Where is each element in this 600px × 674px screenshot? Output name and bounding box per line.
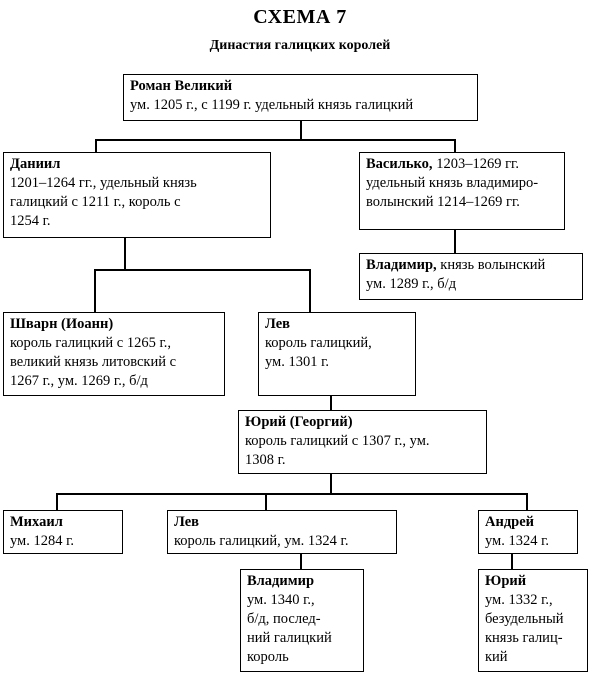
connector xyxy=(56,493,528,495)
node-name: Михаил xyxy=(10,514,63,530)
node-text: ум. 1324 г. xyxy=(485,533,550,549)
connector xyxy=(94,269,311,271)
node-andrei: Андрей ум. 1324 г. xyxy=(478,510,578,554)
node-text: великий князь литовский с xyxy=(10,354,177,370)
node-text: ум. 1301 г. xyxy=(265,354,330,370)
node-name: Юрий (Георгий) xyxy=(245,414,353,430)
node-text: король галицкий, ум. 1324 г. xyxy=(174,533,349,549)
connector xyxy=(330,396,332,410)
node-text: удельный князь владимиро- xyxy=(366,175,539,191)
node-text: волынский 1214–1269 гг. xyxy=(366,194,520,210)
node-name: Даниил xyxy=(10,156,61,172)
node-text: ум. 1205 г., с 1199 г. удельный князь га… xyxy=(130,97,414,113)
connector xyxy=(124,238,126,270)
node-text: ний галицкий xyxy=(247,630,332,646)
node-text: князь галиц- xyxy=(485,630,563,646)
node-text: 1203–1269 гг. xyxy=(432,156,519,172)
connector xyxy=(454,139,456,153)
node-text: князь волынский xyxy=(436,257,546,273)
node-text: безудельный xyxy=(485,611,564,627)
connector xyxy=(95,139,97,153)
node-vladimir-last: Владимир ум. 1340 г., б/д, послед- ний г… xyxy=(240,569,364,672)
node-yuri-georgy: Юрий (Георгий) король галицкий с 1307 г.… xyxy=(238,410,487,474)
node-yuri-last: Юрий ум. 1332 г., безудельный князь гали… xyxy=(478,569,588,672)
node-text: ум. 1332 г., xyxy=(485,592,553,608)
scheme-number: СХЕМА 7 xyxy=(253,6,347,28)
node-text: 1267 г., ум. 1269 г., б/д xyxy=(10,373,148,389)
node-text: галицкий с 1211 г., король с xyxy=(10,194,181,210)
connector xyxy=(56,493,58,510)
node-name: Шварн (Иоанн) xyxy=(10,316,114,332)
node-name: Роман Великий xyxy=(130,78,233,94)
node-vladimir-volyn: Владимир, князь волынский ум. 1289 г., б… xyxy=(359,253,583,300)
node-name: Лев xyxy=(265,316,290,332)
node-text: 1308 г. xyxy=(245,452,286,468)
node-text: 1201–1264 гг., удельный князь xyxy=(10,175,197,191)
node-text: 1254 г. xyxy=(10,213,51,229)
node-name: Владимир, xyxy=(366,257,437,273)
node-text: ум. 1289 г., б/д xyxy=(366,276,457,292)
node-text: ум. 1284 г. xyxy=(10,533,75,549)
diagram-title: Династия галицких королей xyxy=(209,38,391,53)
node-mikhail: Михаил ум. 1284 г. xyxy=(3,510,123,554)
connector xyxy=(300,120,302,140)
connector xyxy=(265,493,267,510)
connector xyxy=(511,553,513,569)
node-text: б/д, послед- xyxy=(247,611,321,627)
connector xyxy=(95,139,456,141)
connector xyxy=(454,230,456,254)
node-roman: Роман Великий ум. 1205 г., с 1199 г. уде… xyxy=(123,74,478,121)
node-text: король галицкий с 1265 г., xyxy=(10,335,172,351)
node-text: король галицкий, xyxy=(265,335,372,351)
node-vasilko: Василько, 1203–1269 гг. удельный князь в… xyxy=(359,152,565,230)
connector xyxy=(300,553,302,569)
node-name: Юрий xyxy=(485,573,527,589)
connector xyxy=(330,474,332,494)
connector xyxy=(309,269,311,313)
node-lev-2: Лев король галицкий, ум. 1324 г. xyxy=(167,510,397,554)
node-name: Василько, xyxy=(366,156,433,172)
node-text: король xyxy=(247,649,289,665)
node-text: ум. 1340 г., xyxy=(247,592,315,608)
node-daniil: Даниил 1201–1264 гг., удельный князь гал… xyxy=(3,152,271,238)
connector xyxy=(94,269,96,313)
node-text: кий xyxy=(485,649,508,665)
node-name: Андрей xyxy=(485,514,535,530)
node-name: Владимир xyxy=(247,573,315,589)
connector xyxy=(526,493,528,510)
node-text: король галицкий с 1307 г., ум. xyxy=(245,433,430,449)
node-shvarn: Шварн (Иоанн) король галицкий с 1265 г.,… xyxy=(3,312,225,396)
node-name: Лев xyxy=(174,514,199,530)
node-lev-1: Лев король галицкий, ум. 1301 г. xyxy=(258,312,416,396)
